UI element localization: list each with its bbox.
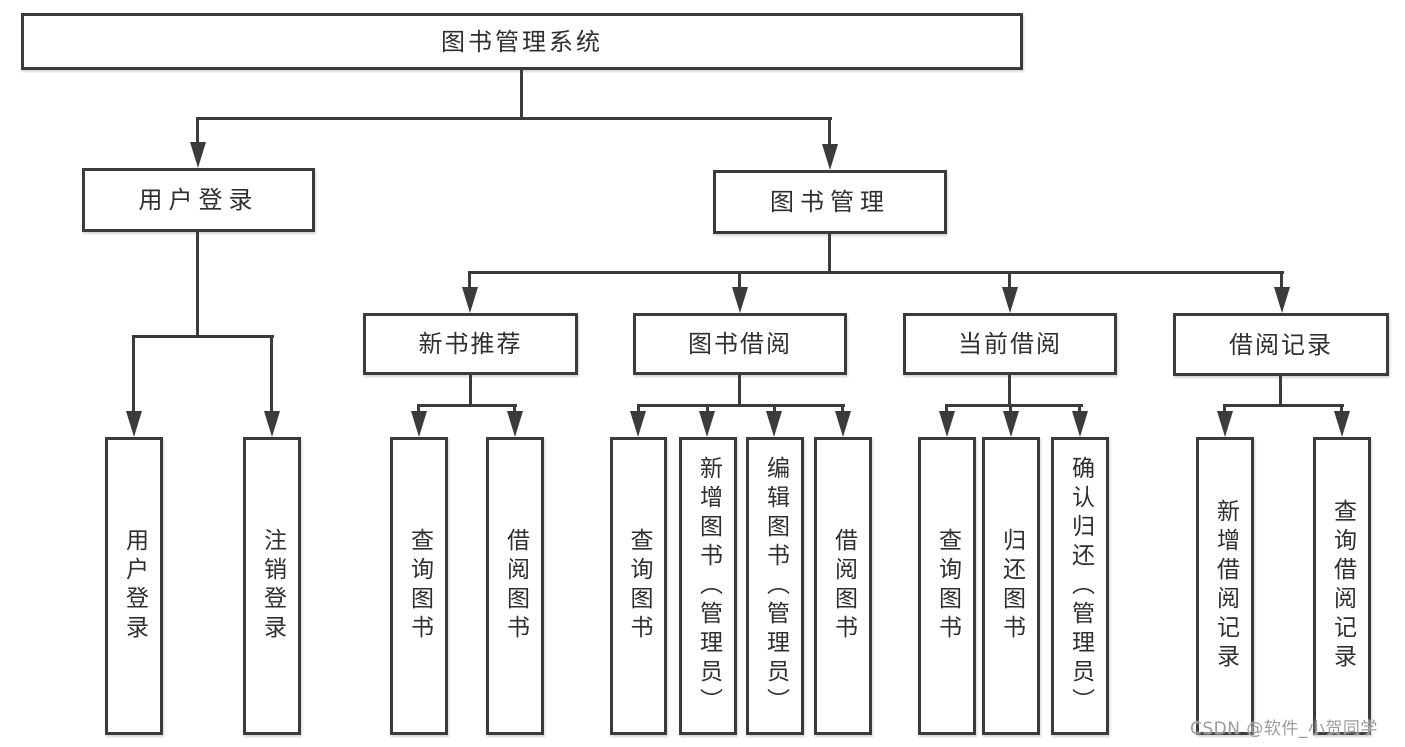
connector-borrowing-records-vline xyxy=(1279,376,1282,407)
arrowhead-to-add-record xyxy=(1217,411,1233,437)
connector-to-query-record-vline xyxy=(1340,404,1343,414)
node-leaf-edit-books-admin: 编辑图书（管理员） xyxy=(746,437,804,735)
node-label: 查询借阅记录 xyxy=(1329,499,1356,673)
connector-to-book-management-vline xyxy=(828,117,831,147)
node-book-management: 图书管理 xyxy=(713,170,947,234)
node-label: 图书管理 xyxy=(770,188,890,216)
node-current-borrowing: 当前借阅 xyxy=(903,313,1117,375)
node-label: 编辑图书（管理员） xyxy=(762,455,789,717)
arrowhead-to-leaf-user-login xyxy=(126,411,142,437)
node-leaf-query-books-2: 查询图书 xyxy=(610,437,667,735)
node-leaf-logout: 注销登录 xyxy=(243,437,301,735)
connector-current-borrowing-children-hline xyxy=(945,404,1083,407)
connector-to-query-books-1-vline xyxy=(417,404,420,414)
connector-to-borrowing-records-vline xyxy=(1280,271,1283,289)
connector-level2-hline xyxy=(196,117,832,120)
node-label: 查询图书 xyxy=(626,528,652,644)
connector-borrowing-records-children-hline xyxy=(1223,404,1344,407)
node-library-management-system: 图书管理系统 xyxy=(21,13,1023,70)
connector-to-borrow-books-1-vline xyxy=(513,404,516,414)
node-leaf-add-books-admin: 新增图书（管理员） xyxy=(679,437,737,735)
arrowhead-to-query-books-3 xyxy=(939,411,955,437)
connector-user-login-group-vline xyxy=(196,232,199,338)
node-leaf-user-login: 用户登录 xyxy=(105,437,163,735)
connector-to-edit-books-vline xyxy=(773,404,776,414)
connector-to-leaf-logout-vline xyxy=(270,335,273,414)
node-label: 图书借阅 xyxy=(688,330,792,358)
node-leaf-query-borrow-record: 查询借阅记录 xyxy=(1313,437,1371,735)
node-label: 图书管理系统 xyxy=(441,27,603,56)
node-leaf-borrow-books-2: 借阅图书 xyxy=(814,437,872,735)
node-label: 用户登录 xyxy=(121,528,148,644)
node-leaf-query-books-3: 查询图书 xyxy=(918,437,976,735)
connector-to-user-login-vline xyxy=(196,117,199,145)
connector-to-return-books-vline xyxy=(1009,404,1012,414)
node-label: 确认归还（管理员） xyxy=(1067,455,1094,717)
connector-to-add-books-vline xyxy=(706,404,709,414)
arrowhead-to-edit-books xyxy=(766,411,782,437)
node-label: 当前借阅 xyxy=(958,330,1062,358)
node-label: 注销登录 xyxy=(259,528,286,644)
node-label: 查询图书 xyxy=(934,528,961,644)
connector-user-login-children-hline xyxy=(132,335,274,338)
node-leaf-add-borrow-record: 新增借阅记录 xyxy=(1196,437,1254,735)
node-label: 新增图书（管理员） xyxy=(695,455,722,717)
node-book-borrowing: 图书借阅 xyxy=(633,313,847,375)
connector-to-leaf-user-login-vline xyxy=(132,335,135,414)
arrowhead-to-borrow-books-2 xyxy=(835,411,851,437)
arrowhead-to-new-book-recommend xyxy=(462,287,478,313)
arrowhead-to-return-books xyxy=(1003,411,1019,437)
arrowhead-to-book-management xyxy=(822,144,838,170)
arrowhead-to-query-books-2 xyxy=(630,411,646,437)
node-label: 借阅记录 xyxy=(1229,330,1333,359)
node-new-book-recommend: 新书推荐 xyxy=(363,313,578,375)
node-label: 用户登录 xyxy=(138,186,259,214)
connector-book-borrowing-vline xyxy=(738,375,741,407)
connector-to-query-books-2-vline xyxy=(637,404,640,414)
node-leaf-return-books: 归还图书 xyxy=(982,437,1040,735)
arrowhead-to-borrowing-records xyxy=(1274,287,1290,313)
connector-new-book-recommend-children-hline xyxy=(417,404,517,407)
node-label: 查询图书 xyxy=(406,528,433,644)
arrowhead-to-add-books xyxy=(699,411,715,437)
csdn-watermark: CSDN @软件_小贺同学 xyxy=(1190,719,1378,739)
arrowhead-to-borrow-books-1 xyxy=(507,411,523,437)
node-borrowing-records: 借阅记录 xyxy=(1173,313,1389,376)
connector-book-borrowing-children-hline xyxy=(637,404,845,407)
connector-to-add-record-vline xyxy=(1223,404,1226,414)
connector-to-new-book-recommend-vline xyxy=(468,271,471,289)
connector-to-book-borrowing-vline xyxy=(738,271,741,289)
node-label: 借阅图书 xyxy=(830,528,857,644)
arrowhead-to-book-borrowing xyxy=(732,287,748,313)
arrowhead-to-leaf-logout xyxy=(264,411,280,437)
connector-current-borrowing-vline xyxy=(1008,375,1011,407)
connector-to-confirm-return-vline xyxy=(1078,404,1081,414)
arrowhead-to-current-borrowing xyxy=(1002,287,1018,313)
connector-root-vline xyxy=(520,70,523,120)
connector-level3-hline xyxy=(468,271,1284,274)
node-label: 新增借阅记录 xyxy=(1212,499,1239,673)
connector-new-book-recommend-vline xyxy=(469,375,472,407)
node-leaf-borrow-books-1: 借阅图书 xyxy=(486,437,544,735)
node-leaf-query-books-1: 查询图书 xyxy=(390,437,448,735)
node-leaf-confirm-return-admin: 确认归还（管理员） xyxy=(1051,437,1109,735)
connector-to-borrow-books-2-vline xyxy=(841,404,844,414)
node-user-login-group: 用户登录 xyxy=(82,168,315,232)
connector-to-query-books-3-vline xyxy=(945,404,948,414)
node-label: 借阅图书 xyxy=(502,528,529,644)
connector-book-management-vline xyxy=(828,234,831,274)
arrowhead-to-confirm-return xyxy=(1072,411,1088,437)
connector-to-current-borrowing-vline xyxy=(1008,271,1011,289)
arrowhead-to-user-login xyxy=(190,142,206,168)
arrowhead-to-query-books-1 xyxy=(411,411,427,437)
node-label: 新书推荐 xyxy=(418,330,523,358)
node-label: 归还图书 xyxy=(998,528,1025,644)
arrowhead-to-query-record xyxy=(1334,411,1350,437)
